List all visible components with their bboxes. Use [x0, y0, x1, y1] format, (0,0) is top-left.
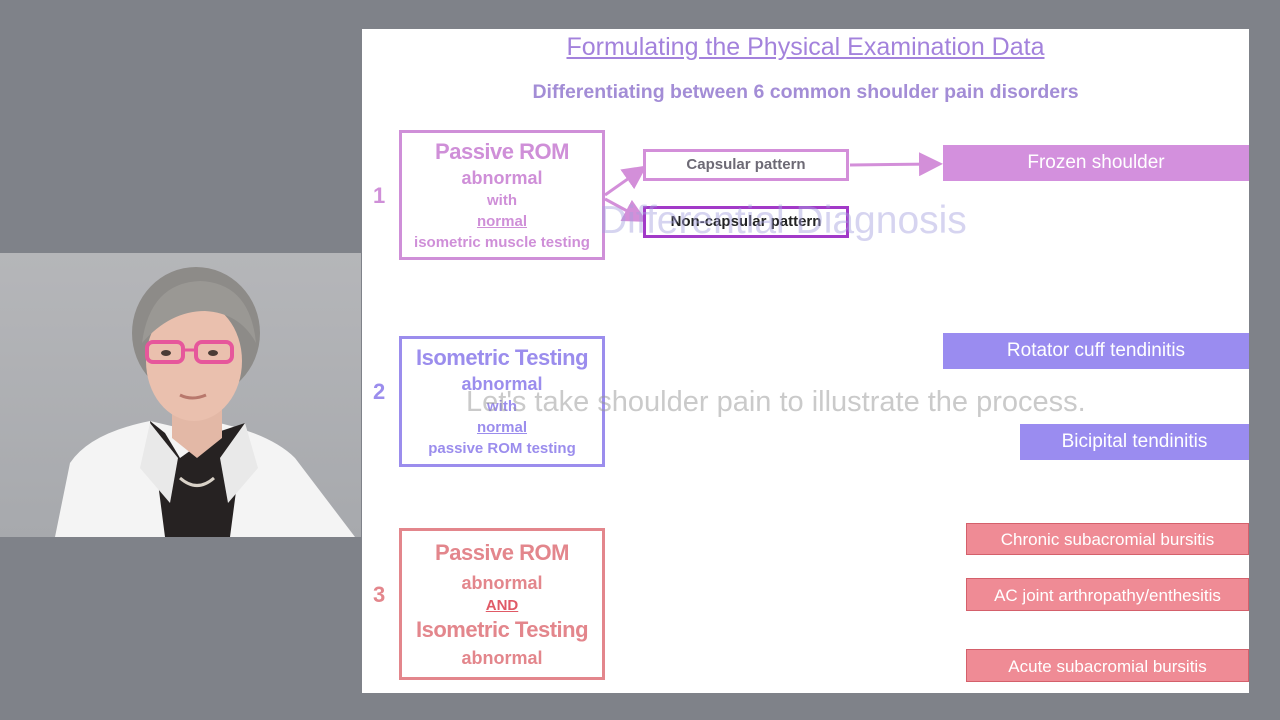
group-number-3: 3 [373, 582, 386, 607]
group-number-2: 2 [373, 379, 386, 404]
presenter-illustration [55, 267, 355, 537]
glasses-icon [145, 340, 185, 364]
connector-arrows [604, 152, 943, 222]
arrow-to-capsular [604, 165, 647, 197]
slide-title: Formulating the Physical Examination Dat… [566, 33, 1045, 61]
diagnosis-frozen-shoulder: Frozen shoulder [943, 145, 1249, 181]
diagnosis-chronic-subacromial-bursitis: Chronic subacromial bursitis [966, 523, 1249, 555]
presenter-video [0, 253, 361, 537]
presentation-slide: Formulating the Physical Examination Dat… [362, 29, 1249, 693]
group-number-1: 1 [373, 183, 386, 208]
capsular-pattern-box: Capsular pattern [643, 149, 849, 181]
arrow-to-non-capsular [604, 197, 648, 222]
diagnosis-rotator-cuff-tendinitis: Rotator cuff tendinitis [943, 333, 1249, 369]
diagnosis-acute-subacromial-bursitis: Acute subacromial bursitis [966, 649, 1249, 682]
black-shirt [150, 421, 245, 537]
group-box-passive-rom: Passive ROM abnormal with normal isometr… [399, 130, 605, 260]
arrow-to-frozen-shoulder [849, 152, 943, 177]
non-capsular-pattern-box: Non-capsular pattern [643, 206, 849, 238]
diagnosis-bicipital-tendinitis: Bicipital tendinitis [1020, 424, 1249, 460]
group-box-isometric-testing: Isometric Testing abnormal with normal p… [399, 336, 605, 467]
group-box-both-abnormal: Passive ROM abnormal AND Isometric Testi… [399, 528, 605, 680]
slide-subtitle: Differentiating between 6 common shoulde… [532, 81, 1079, 103]
face [146, 301, 242, 421]
diagnosis-ac-joint-arthropathy: AC joint arthropathy/enthesitis [966, 578, 1249, 611]
